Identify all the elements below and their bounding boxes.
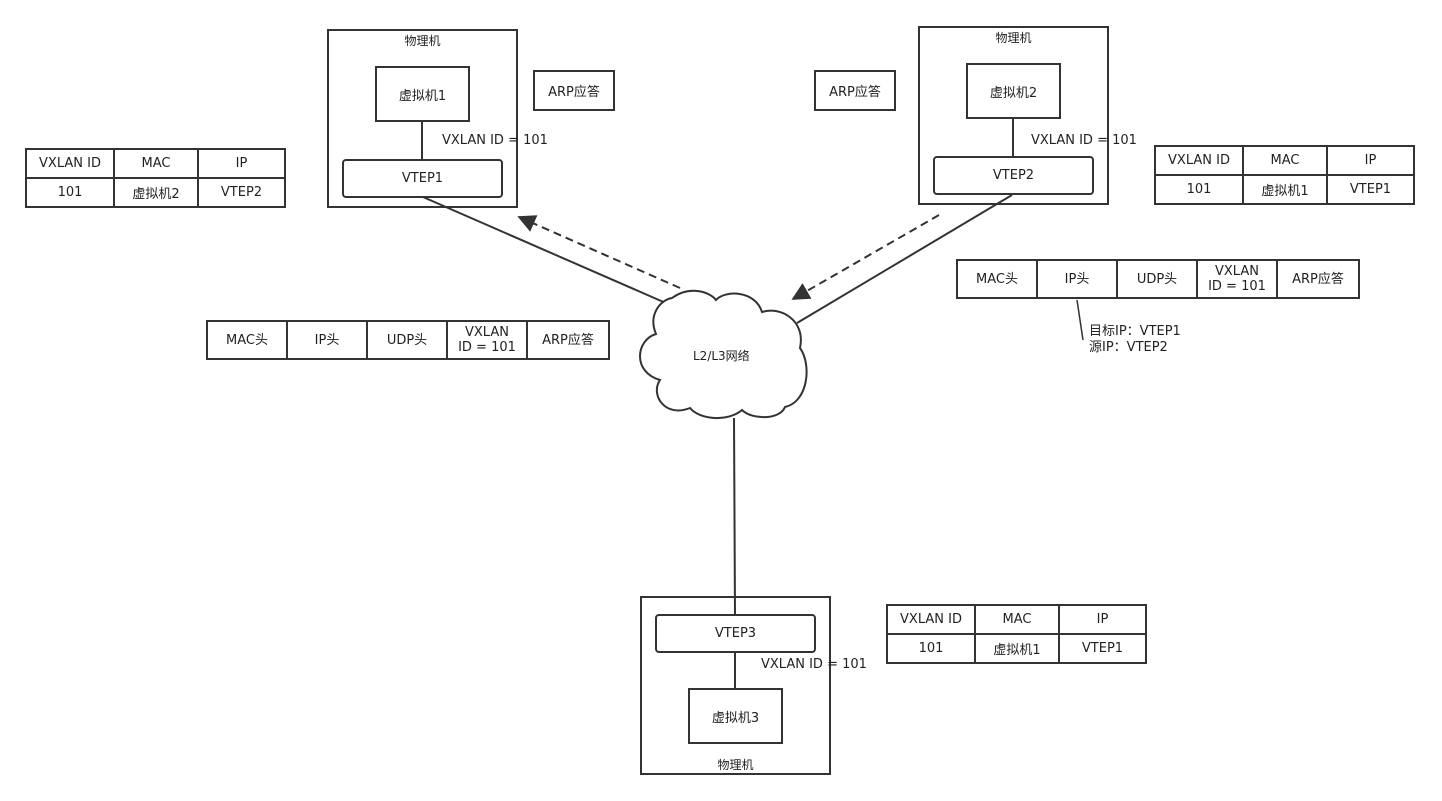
vxlan-header-line2: ID = 101 bbox=[458, 340, 516, 355]
header-ip: IP bbox=[197, 148, 286, 179]
forwarding-table-host3: VXLAN ID MAC IP 101 虚拟机1 VTEP1 bbox=[886, 604, 1147, 664]
vxlan-id-label: VXLAN ID = 101 bbox=[1031, 133, 1137, 148]
link-network-vtep3 bbox=[733, 417, 736, 616]
table-row: 101 虚拟机2 VTEP2 bbox=[25, 177, 286, 208]
arrow-to-vtep1 bbox=[517, 215, 681, 289]
host-label: 物理机 bbox=[995, 31, 1032, 45]
table-header-row: VXLAN ID MAC IP bbox=[886, 604, 1147, 635]
packet-ip-header: IP头 bbox=[288, 322, 368, 358]
host-label: 物理机 bbox=[404, 34, 441, 48]
cell-vxlan-id: 101 bbox=[886, 633, 976, 664]
packet-note-pointer bbox=[1076, 299, 1084, 341]
vxlan-header-line2: ID = 101 bbox=[1208, 279, 1266, 294]
arp-reply-tag-right: ARP应答 bbox=[814, 70, 896, 111]
physical-host-2: 物理机 bbox=[918, 26, 1109, 205]
cell-mac: 虚拟机1 bbox=[1242, 174, 1328, 205]
host-label: 物理机 bbox=[717, 758, 754, 772]
arp-reply-tag-left: ARP应答 bbox=[533, 70, 615, 111]
link-vtep1-network bbox=[422, 196, 669, 305]
cell-mac: 虚拟机1 bbox=[974, 633, 1060, 664]
source-ip-text: 源IP：VTEP2 bbox=[1089, 340, 1168, 355]
cell-ip: VTEP1 bbox=[1058, 633, 1147, 664]
packet-payload: ARP应答 bbox=[1292, 271, 1344, 287]
header-vxlan-id: VXLAN ID bbox=[886, 604, 976, 635]
packet-udp-header: UDP头 bbox=[1118, 261, 1198, 297]
table-row: 101 虚拟机1 VTEP1 bbox=[1154, 174, 1415, 205]
arrow-to-network bbox=[791, 214, 940, 300]
vtep-3: VTEP3 bbox=[655, 614, 816, 653]
vm-2: 虚拟机2 bbox=[966, 63, 1061, 119]
vxlan-header-line1: VXLAN bbox=[1215, 264, 1259, 279]
vxlan-id-label: VXLAN ID = 101 bbox=[761, 657, 867, 672]
table-row: 101 虚拟机1 VTEP1 bbox=[886, 633, 1147, 664]
table-header-row: VXLAN ID MAC IP bbox=[25, 148, 286, 179]
vtep-2: VTEP2 bbox=[933, 156, 1094, 195]
cell-mac: 虚拟机2 bbox=[113, 177, 199, 208]
header-ip: IP bbox=[1326, 145, 1415, 176]
header-mac: MAC bbox=[974, 604, 1060, 635]
vm-3: 虚拟机3 bbox=[688, 688, 783, 744]
destination-ip-text: 目标IP：VTEP1 bbox=[1089, 324, 1181, 339]
physical-host-3: 物理机 bbox=[640, 596, 831, 775]
packet-payload: ARP应答 bbox=[542, 332, 594, 348]
vxlan-id-label: VXLAN ID = 101 bbox=[442, 133, 548, 148]
packet-vxlan-header: VXLAN ID = 101 bbox=[1198, 261, 1278, 297]
vtep-1: VTEP1 bbox=[342, 159, 503, 198]
vm-1: 虚拟机1 bbox=[375, 66, 470, 122]
link-vtep2-network bbox=[796, 194, 1013, 324]
packet-udp-header: UDP头 bbox=[368, 322, 448, 358]
vxlan-header-line1: VXLAN bbox=[465, 325, 509, 340]
packet-ip-note: 目标IP：VTEP1 源IP：VTEP2 bbox=[1089, 324, 1181, 356]
vxlan-packet-right: MAC头 IP头 UDP头 VXLAN ID = 101 ARP应答 bbox=[956, 259, 1360, 299]
forwarding-table-host2: VXLAN ID MAC IP 101 虚拟机1 VTEP1 bbox=[1154, 145, 1415, 205]
packet-vxlan-header: VXLAN ID = 101 bbox=[448, 322, 528, 358]
vxlan-packet-left: MAC头 IP头 UDP头 VXLAN ID = 101 ARP应答 bbox=[206, 320, 610, 360]
packet-mac-header: MAC头 bbox=[208, 322, 288, 358]
header-mac: MAC bbox=[1242, 145, 1328, 176]
header-vxlan-id: VXLAN ID bbox=[1154, 145, 1244, 176]
packet-ip-header: IP头 bbox=[1038, 261, 1118, 297]
cell-ip: VTEP2 bbox=[197, 177, 286, 208]
cell-vxlan-id: 101 bbox=[1154, 174, 1244, 205]
cell-vxlan-id: 101 bbox=[25, 177, 115, 208]
header-vxlan-id: VXLAN ID bbox=[25, 148, 115, 179]
network-cloud-icon bbox=[639, 289, 808, 419]
packet-mac-header: MAC头 bbox=[958, 261, 1038, 297]
header-ip: IP bbox=[1058, 604, 1147, 635]
header-mac: MAC bbox=[113, 148, 199, 179]
cell-ip: VTEP1 bbox=[1326, 174, 1415, 205]
network-label: L2/L3网络 bbox=[693, 349, 750, 363]
physical-host-1: 物理机 bbox=[327, 29, 518, 208]
forwarding-table-host1: VXLAN ID MAC IP 101 虚拟机2 VTEP2 bbox=[25, 148, 286, 208]
table-header-row: VXLAN ID MAC IP bbox=[1154, 145, 1415, 176]
